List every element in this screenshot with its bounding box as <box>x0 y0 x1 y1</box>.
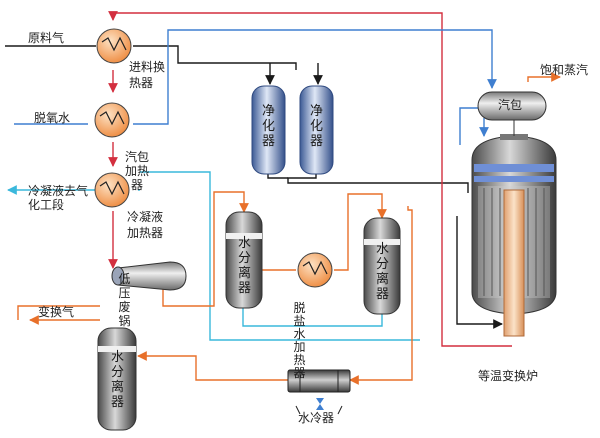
low-pressure-boiler-icon <box>111 261 187 291</box>
orange-line <box>17 72 561 385</box>
isothermal-converter-icon <box>471 134 557 337</box>
condensate-out-label: 冷凝液去气化工段 <box>28 184 89 212</box>
separator-1-label: 水分离器 <box>237 236 251 296</box>
drum-heater-icon <box>94 102 130 138</box>
mid-exchanger-icon <box>297 252 333 288</box>
condensate-heater-icon <box>94 172 130 208</box>
feed-gas-line <box>5 45 503 329</box>
saturated-steam-label: 饱和蒸汽 <box>540 63 589 77</box>
separator-2-label: 水分离器 <box>375 242 389 302</box>
deaerated-water-label: 脱氧水 <box>34 111 71 125</box>
drum-heater-label: 汽包加热器 <box>124 150 149 192</box>
separator-3-label: 水分离器 <box>110 350 124 410</box>
feed-gas-label: 原料气 <box>28 31 65 45</box>
isothermal-converter-label: 等温变换炉 <box>478 369 539 383</box>
feed-exchanger-label: 进料换热器 <box>129 60 166 90</box>
purifier-2-label: 净化器 <box>309 104 323 149</box>
blue-line <box>14 29 497 145</box>
purifier-1-icon <box>251 85 286 175</box>
feed-exchanger-icon <box>96 28 132 64</box>
shift-gas-label: 变换气 <box>38 305 75 319</box>
steam-drum-label: 汽包 <box>498 98 523 112</box>
red-line <box>108 11 512 347</box>
purifier-1-label: 净化器 <box>261 104 275 149</box>
steam-drum-icon <box>477 91 547 121</box>
separator-1-icon <box>225 211 263 309</box>
separator-3-icon <box>97 327 137 431</box>
deaerator-heater-label: 脱盐水加热器 <box>293 301 306 380</box>
water-cooler-label: 水冷器 <box>298 411 335 425</box>
condensate-heater-label: 冷凝液加热器 <box>127 210 164 240</box>
purifier-2-icon <box>299 85 334 175</box>
separator-2-icon <box>363 217 401 315</box>
lp-boiler-label: 低压废锅 <box>118 272 131 328</box>
water-cooler-icon <box>287 369 351 415</box>
